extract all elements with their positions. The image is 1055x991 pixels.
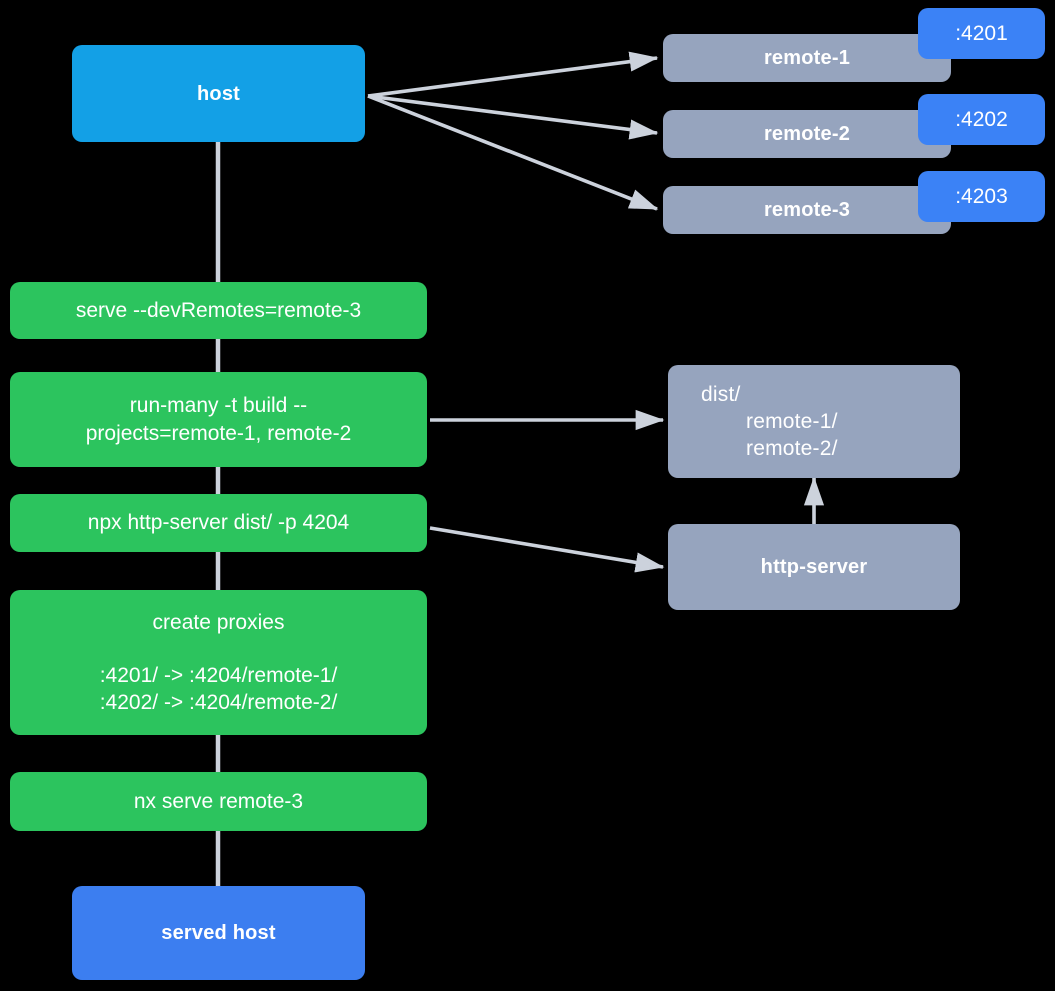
- node-served-host-label: served host: [161, 922, 276, 944]
- node-served-host[interactable]: served host: [72, 886, 365, 980]
- node-command-serve[interactable]: serve --devRemotes=remote-3: [10, 282, 427, 339]
- node-dist-child-remote-1: remote-1/: [746, 409, 838, 433]
- edge-host-to-remote-2: [367, 94, 659, 140]
- node-command-run-many-line1: run-many -t build --: [129, 394, 308, 418]
- node-dist-folder[interactable]: dist/ remote-1/ remote-2/: [668, 365, 960, 478]
- port-badge-remote-3: :4203: [918, 171, 1045, 222]
- node-command-serve-label: serve --devRemotes=remote-3: [75, 298, 362, 322]
- node-remote-1[interactable]: remote-1: [663, 34, 951, 82]
- node-host[interactable]: host: [72, 45, 365, 142]
- node-command-nx-serve-remote-3-label: nx serve remote-3: [133, 789, 304, 813]
- edge-host-to-remote-3: [367, 94, 659, 211]
- node-dist-root-label: dist/: [701, 382, 741, 406]
- node-remote-2-label: remote-2: [763, 123, 851, 145]
- node-remote-2[interactable]: remote-2: [663, 110, 951, 158]
- port-badge-remote-1-label: :4201: [955, 21, 1008, 45]
- node-command-npx-http-server-label: npx http-server dist/ -p 4204: [87, 511, 350, 535]
- node-dist-child-remote-2: remote-2/: [746, 437, 838, 461]
- edge-host-to-remote-1: [367, 51, 659, 98]
- node-command-run-many-line2: projects=remote-1, remote-2: [85, 421, 352, 445]
- node-command-create-proxies[interactable]: create proxies :4201/ -> :4204/remote-1/…: [10, 590, 427, 735]
- port-badge-remote-2: :4202: [918, 94, 1045, 145]
- node-http-server-label: http-server: [760, 556, 868, 578]
- node-command-nx-serve-remote-3[interactable]: nx serve remote-3: [10, 772, 427, 831]
- node-http-server[interactable]: http-server: [668, 524, 960, 610]
- node-command-run-many[interactable]: run-many -t build -- projects=remote-1, …: [10, 372, 427, 467]
- node-host-label: host: [196, 82, 241, 105]
- node-remote-1-label: remote-1: [763, 47, 851, 69]
- node-command-create-proxies-title: create proxies: [152, 610, 285, 634]
- node-command-npx-http-server[interactable]: npx http-server dist/ -p 4204: [10, 494, 427, 552]
- node-remote-3-label: remote-3: [763, 199, 851, 221]
- port-badge-remote-1: :4201: [918, 8, 1045, 59]
- port-badge-remote-3-label: :4203: [955, 184, 1008, 208]
- node-command-create-proxies-line2: :4202/ -> :4204/remote-2/: [99, 691, 338, 715]
- node-command-create-proxies-line1: :4201/ -> :4204/remote-1/: [99, 663, 338, 687]
- edge-npx-to-httpserver-node: [429, 526, 665, 573]
- node-remote-3[interactable]: remote-3: [663, 186, 951, 234]
- port-badge-remote-2-label: :4202: [955, 107, 1008, 131]
